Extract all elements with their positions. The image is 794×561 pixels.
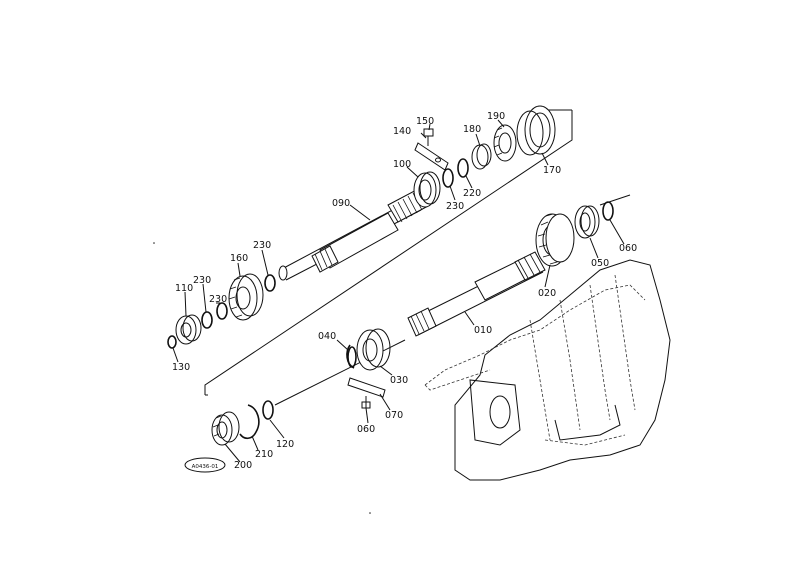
label-100: 100: [393, 159, 411, 170]
label-160: 160: [230, 253, 248, 264]
hub-030: [356, 328, 391, 371]
washer-230-upper: [442, 168, 454, 188]
label-090: 090: [332, 198, 350, 209]
leader-lines: [172, 119, 625, 463]
collar-180: [471, 143, 492, 170]
label-180: 180: [463, 124, 481, 135]
label-020: 020: [538, 288, 556, 299]
lower-shaft-010: [274, 251, 546, 406]
label-050: 050: [591, 258, 609, 269]
gear-190: [493, 124, 517, 162]
lock-plate-140: [414, 142, 449, 171]
label-040: 040: [318, 331, 336, 342]
label-210: 210: [255, 449, 273, 460]
washer-230-mid: [264, 274, 276, 292]
bolt-150: [423, 128, 434, 146]
label-080: 060: [357, 424, 375, 435]
label-150: 150: [416, 116, 434, 127]
snap-ring-040: [346, 344, 357, 369]
label-230-mid: 230: [253, 240, 271, 251]
label-140: 140: [393, 126, 411, 137]
diagram-code-badge: A0436-01: [184, 457, 226, 473]
upper-shaft-090: [278, 187, 431, 281]
lock-plate-070: [347, 377, 386, 398]
label-200: 200: [234, 460, 252, 471]
label-170: 170: [543, 165, 561, 176]
washer-220-left: [201, 311, 213, 329]
label-230-upper: 230: [446, 201, 464, 212]
label-110: 110: [175, 283, 193, 294]
snap-ring-210: [239, 404, 260, 440]
bearing-100: [413, 171, 441, 208]
snap-ring-120: [262, 400, 274, 420]
transmission-case: [424, 194, 671, 481]
gear-020: [535, 213, 575, 267]
label-010: 010: [474, 325, 492, 336]
snap-ring-060: [602, 201, 614, 221]
snap-ring-130: [167, 335, 177, 349]
gear-200: [211, 411, 240, 446]
label-220-left: 230: [193, 275, 211, 286]
washer-230-left: [216, 302, 228, 320]
label-190: 190: [487, 111, 505, 122]
label-220-upper: 220: [463, 188, 481, 199]
diagram-code: A0436-01: [192, 464, 219, 470]
label-030: 030: [390, 375, 408, 386]
gear-160: [228, 273, 264, 321]
bearing-050: [574, 205, 600, 239]
washer-220-upper: [457, 158, 469, 178]
label-130: 130: [172, 362, 190, 373]
label-230-left: 230: [209, 294, 227, 305]
bolt-080: [361, 396, 371, 409]
stray-dots: [153, 242, 371, 514]
assembly-frame: [204, 109, 573, 396]
bearing-110: [175, 314, 202, 345]
hub-170: [516, 105, 556, 156]
part-labels: 150 140 180 190 170 100 220 230 090 230 …: [172, 111, 637, 471]
label-060-right: 060: [619, 243, 637, 254]
label-120: 120: [276, 439, 294, 450]
label-070: 070: [385, 410, 403, 421]
